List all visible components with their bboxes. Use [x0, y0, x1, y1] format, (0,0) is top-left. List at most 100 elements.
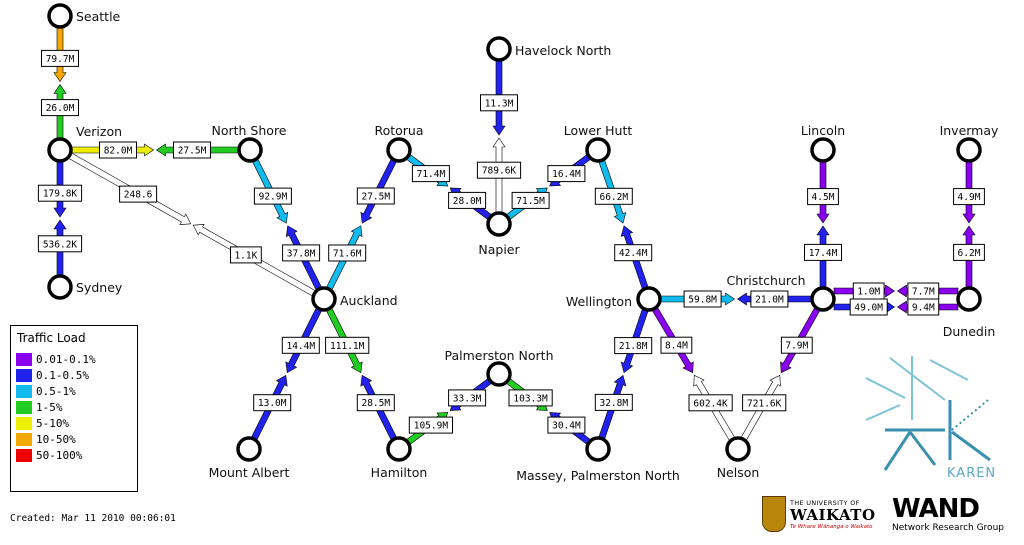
bandwidth-label: 27.5M — [173, 141, 211, 159]
bandwidth-label-text: 103.3M — [513, 393, 548, 404]
node-auckland: Auckland — [311, 286, 398, 312]
node-circle — [585, 137, 611, 163]
bandwidth-label-text: 27.5M — [178, 146, 207, 157]
node-label: Napier — [478, 242, 520, 257]
bandwidth-label-text: 21.8M — [619, 341, 648, 352]
node-circle — [636, 286, 662, 312]
node-label: Mount Albert — [209, 465, 290, 480]
bandwidth-label: 111.1M — [325, 336, 370, 354]
node-label: Invermay — [940, 123, 999, 138]
bandwidth-label: 92.9M — [253, 187, 292, 205]
node-label: Massey, Palmerston North — [516, 468, 680, 483]
bandwidth-label: 28.5M — [356, 394, 395, 412]
bandwidth-label-text: 21.0M — [755, 295, 784, 306]
bandwidth-label-box — [448, 191, 487, 209]
node-circle — [237, 137, 263, 163]
wand-logo-word: WAND — [892, 494, 980, 524]
bandwidth-label-box — [683, 290, 722, 308]
link-seattle-verizon — [53, 26, 67, 140]
node-circle — [725, 436, 751, 462]
bandwidth-label-text: 14.4M — [286, 341, 315, 352]
legend-label: 0.5-1% — [36, 384, 76, 398]
bandwidth-label: 13.0M — [253, 394, 292, 412]
node-label: Lower Hutt — [564, 123, 633, 138]
node-label: Sydney — [76, 280, 123, 295]
university-name: WAIKATO — [790, 506, 876, 524]
bandwidth-label: 30.4M — [547, 416, 586, 434]
node-northshore: North Shore — [212, 123, 287, 163]
bandwidth-label-text: 8.4M — [665, 341, 688, 352]
bandwidth-label-box — [594, 393, 633, 411]
university-of-waikato-logo: THE UNIVERSITY OF WAIKATO Te Whare Wānan… — [762, 496, 877, 534]
bandwidth-label-box — [807, 188, 839, 206]
node-christchurch: Christchurch — [726, 273, 836, 312]
legend-swatch — [16, 400, 32, 414]
bandwidth-label: 4.9M — [953, 188, 985, 206]
karen-logo-mark — [865, 356, 991, 471]
university-crest-icon — [762, 496, 786, 532]
created-timestamp: Created: Mar 11 2010 00:06:01 — [10, 513, 176, 524]
node-mountalbert: Mount Albert — [209, 436, 290, 480]
legend-item: 50-100% — [16, 447, 137, 463]
bandwidth-label-text: 179.8K — [43, 189, 78, 200]
wand-logo: WAND Network Research Group — [890, 494, 1020, 536]
bandwidth-label-box — [325, 336, 370, 354]
legend-swatch — [16, 448, 32, 462]
node-circle — [956, 137, 982, 163]
bandwidth-label-box — [547, 165, 586, 183]
bandwidth-label-box — [594, 187, 633, 205]
node-label: North Shore — [212, 123, 287, 138]
bandwidth-label-box — [849, 298, 888, 316]
bandwidth-label-text: 49.0M — [854, 303, 883, 314]
node-nelson: Nelson — [717, 436, 760, 480]
node-wellington: Wellington — [566, 286, 662, 312]
node-label: Rotorua — [374, 123, 423, 138]
bandwidth-label-box — [480, 94, 518, 112]
legend-item: 10-50% — [16, 431, 137, 447]
bandwidth-label-box — [253, 394, 292, 412]
bandwidth-label-box — [742, 394, 787, 412]
bandwidth-label-box — [614, 244, 653, 262]
node-circle — [47, 3, 73, 29]
bandwidth-label-text: 28.0M — [453, 196, 482, 207]
bandwidth-label: 7.9M — [780, 336, 813, 354]
node-circle — [486, 211, 512, 237]
bandwidth-label: 6.2M — [953, 243, 985, 261]
bandwidth-label-text: 6.2M — [958, 248, 981, 259]
bandwidth-label: 26.0M — [41, 99, 79, 117]
node-seattle: Seattle — [47, 3, 121, 29]
bandwidth-label-text: 4.9M — [958, 192, 981, 203]
node-label: Nelson — [717, 465, 760, 480]
bandwidth-label: 1.0M — [852, 282, 885, 300]
bandwidth-label-text: 1.1K — [234, 250, 257, 261]
bandwidth-label: 9.4M — [907, 298, 940, 316]
node-havelock: Havelock North — [486, 36, 611, 62]
link-verizon-northshore — [70, 143, 240, 157]
legend-item: 0.1-0.5% — [16, 367, 137, 383]
bandwidth-label-box — [37, 184, 83, 202]
link-verizon-sydney — [53, 160, 67, 277]
bandwidth-label-box — [511, 191, 550, 209]
link-rotorua-auckland — [325, 158, 398, 291]
bandwidth-label: 66.2M — [594, 187, 633, 205]
node-label: Seattle — [76, 9, 121, 24]
bandwidth-label-text: 27.5M — [361, 192, 390, 203]
link-wellington-nelson — [651, 306, 736, 442]
bandwidth-label: 33.3M — [448, 389, 487, 407]
legend-swatch — [16, 432, 32, 446]
node-circle — [236, 436, 262, 462]
node-label: Havelock North — [515, 43, 611, 58]
bandwidth-label-box — [953, 188, 985, 206]
node-invermay: Invermay — [940, 123, 999, 163]
node-dunedin: Dunedin — [943, 286, 995, 339]
bandwidth-label-box — [660, 336, 693, 354]
bandwidth-label: 8.4M — [660, 336, 693, 354]
bandwidth-label-text: 111.1M — [330, 341, 365, 352]
node-hamilton: Hamilton — [371, 436, 427, 480]
bandwidth-label-box — [953, 243, 985, 261]
node-palmerston: Palmerston North — [444, 348, 554, 387]
bandwidth-label-box — [328, 244, 367, 262]
bandwidth-label: 27.5M — [356, 187, 395, 205]
node-circle — [486, 36, 512, 62]
